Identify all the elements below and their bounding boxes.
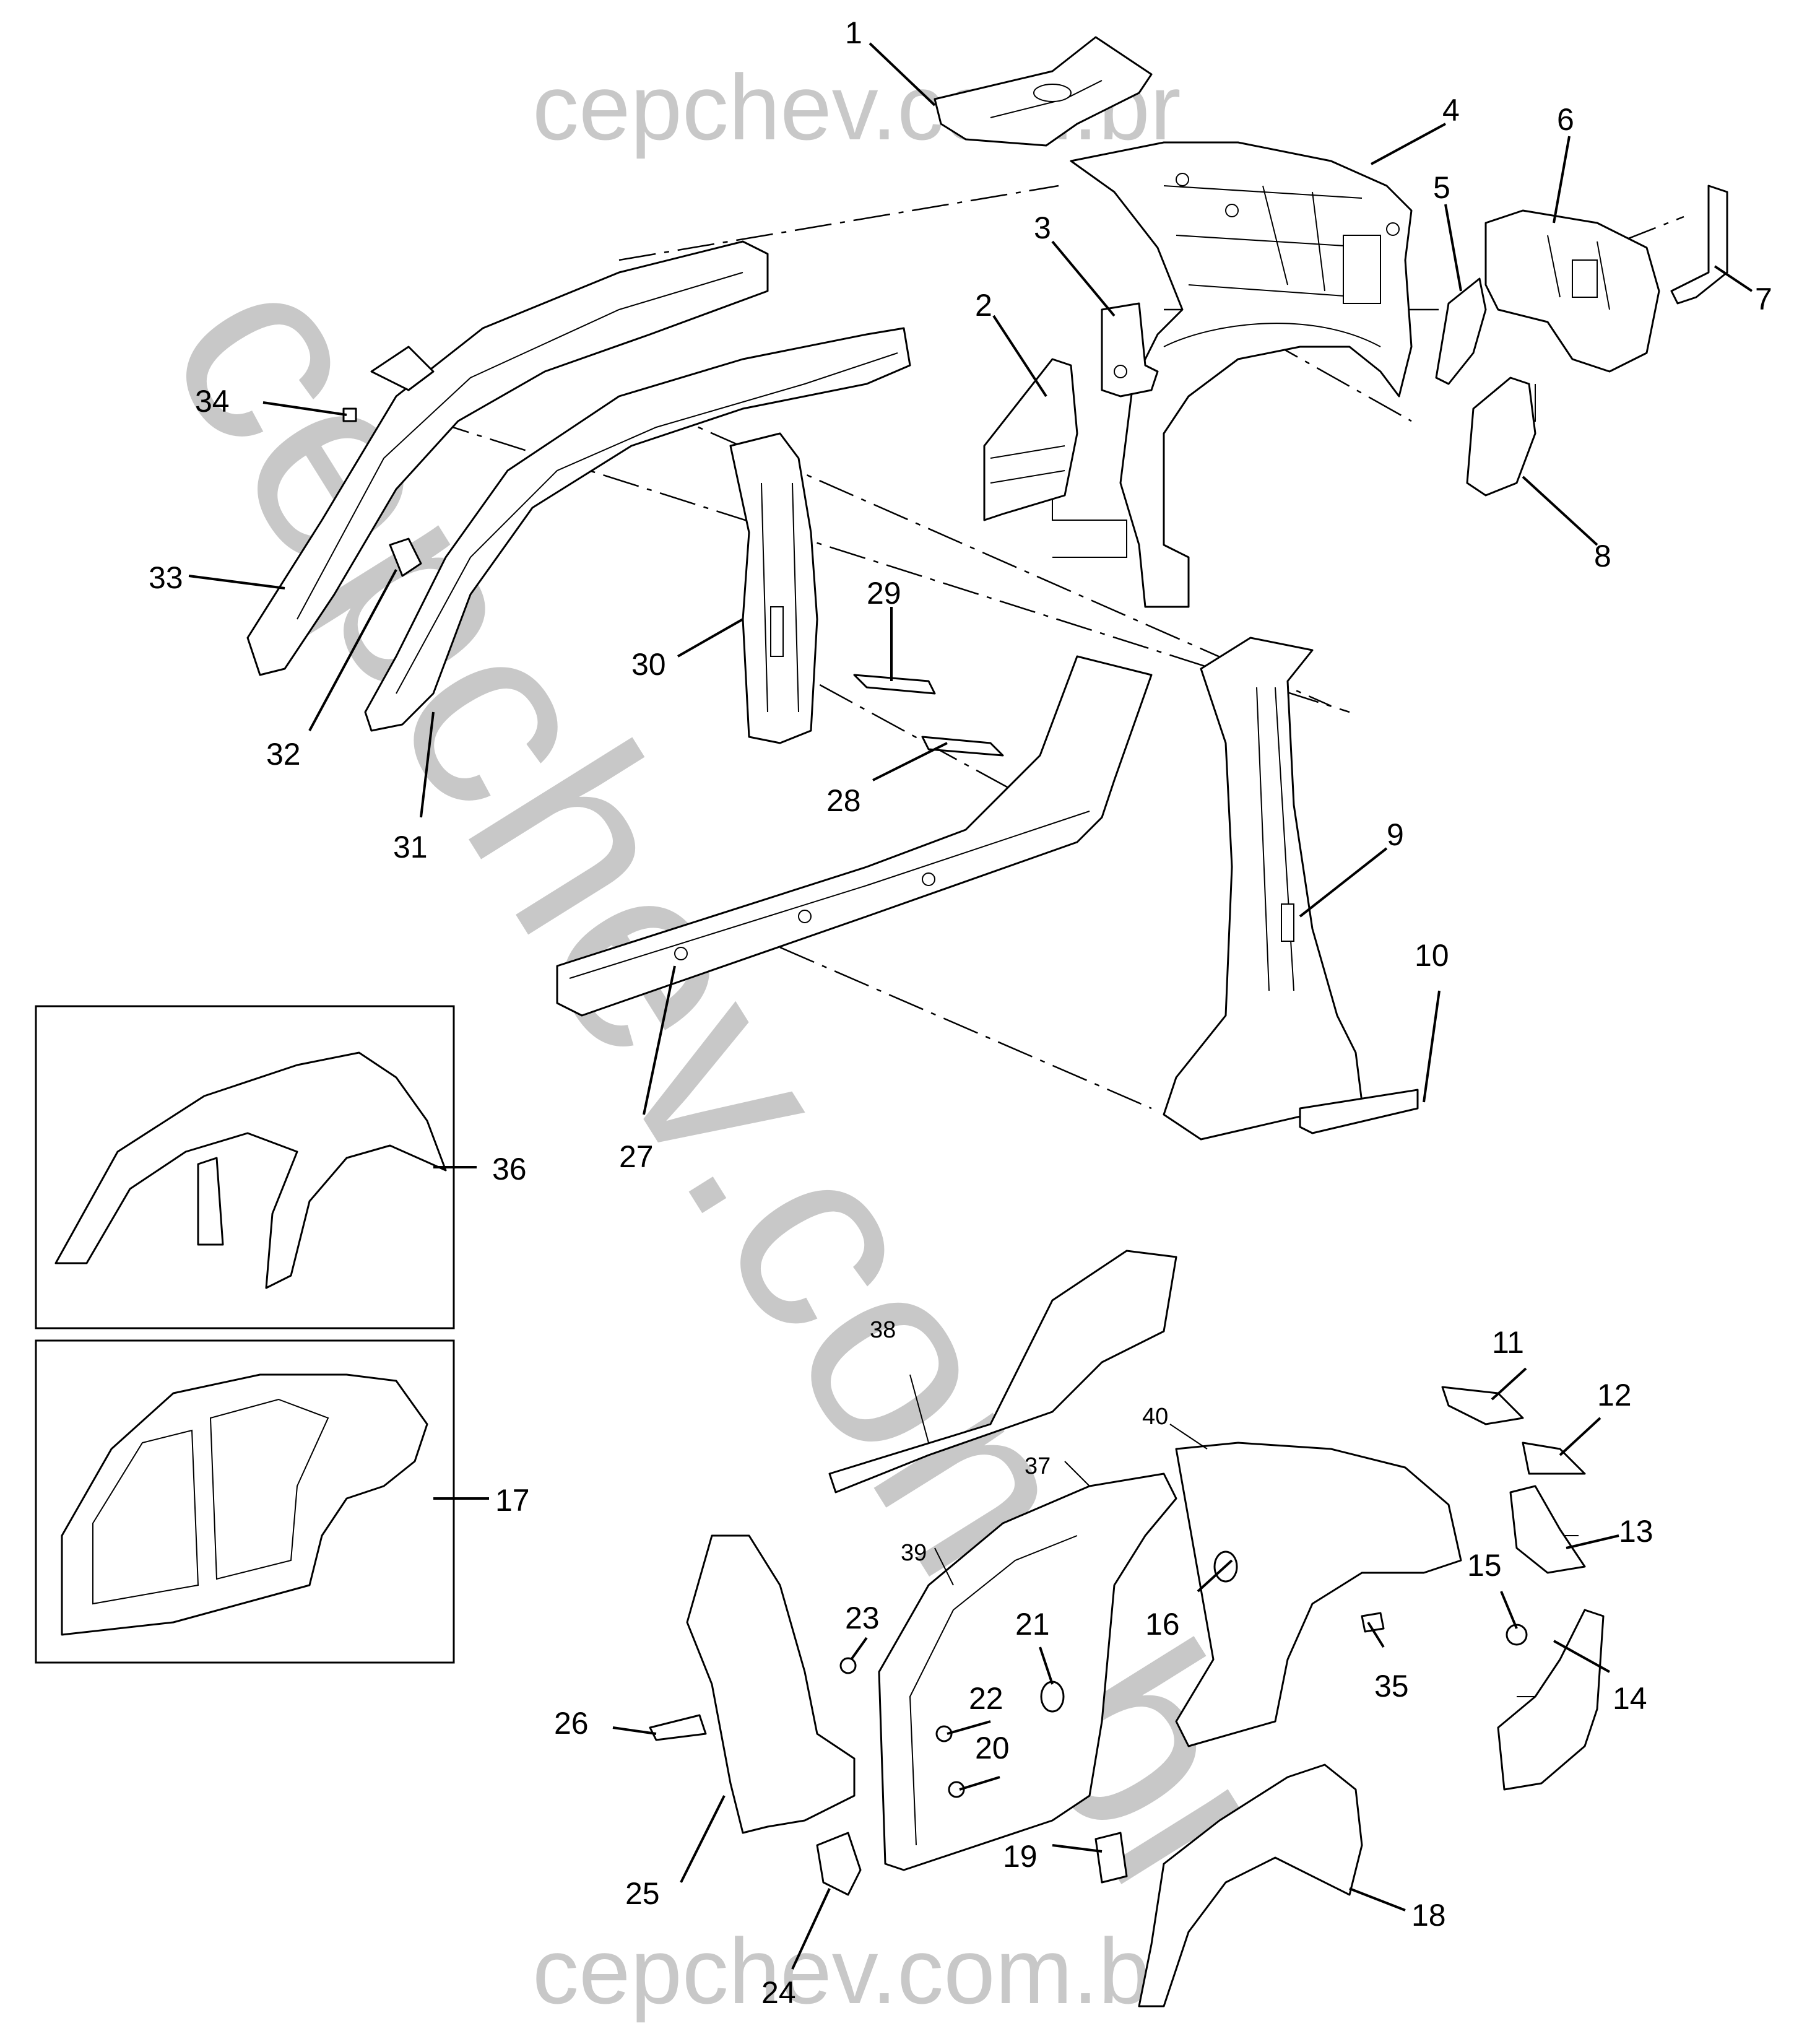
- callout-40: 40: [1142, 1404, 1168, 1430]
- callout-31: 31: [393, 830, 428, 864]
- part-19-bracket: [1094, 1832, 1128, 1884]
- part-24-bracket: [816, 1832, 862, 1896]
- part-31-roof-rail-inner: [364, 327, 911, 732]
- part-20-nut: [948, 1781, 965, 1798]
- callout-26: 26: [554, 1706, 589, 1741]
- callout-25: 25: [625, 1876, 660, 1911]
- part-1-bracket: [934, 36, 1153, 147]
- callout-7: 7: [1755, 282, 1772, 316]
- part-21-grommet: [1040, 1681, 1065, 1713]
- callout-23: 23: [845, 1601, 880, 1635]
- part-40-quarter-outer: [1175, 1442, 1462, 1747]
- part-32-clip: [389, 537, 422, 577]
- part-6-rear-extension: [1484, 209, 1660, 373]
- part-12-bracket: [1522, 1442, 1586, 1475]
- callout-34: 34: [195, 384, 230, 419]
- callout-11: 11: [1492, 1325, 1524, 1360]
- callout-17: 17: [495, 1483, 530, 1518]
- callout-37: 37: [1025, 1453, 1051, 1479]
- callout-13: 13: [1619, 1514, 1653, 1549]
- callout-36: 36: [492, 1152, 527, 1186]
- callout-4: 4: [1442, 93, 1460, 128]
- part-3-bracket: [1101, 302, 1159, 398]
- part-4-wheelhouse-inner: [1070, 141, 1413, 608]
- callout-15: 15: [1467, 1548, 1502, 1583]
- leader-lines: [188, 42, 1753, 1970]
- callout-21: 21: [1015, 1607, 1050, 1642]
- part-5-bracket: [1435, 277, 1487, 385]
- part-26-hinge: [649, 1714, 707, 1741]
- callout-28: 28: [826, 783, 861, 818]
- part-11-bracket: [1441, 1386, 1524, 1425]
- part-35-bracket: [1361, 1612, 1385, 1633]
- part-15-grommet: [1506, 1624, 1528, 1646]
- callout-2: 2: [975, 288, 992, 323]
- callout-30: 30: [631, 647, 666, 682]
- inset-box-17: [35, 1339, 455, 1664]
- callout-24: 24: [761, 1975, 796, 2010]
- callout-labels: 1 2 3 4 5 6 7 8 9 10 11 12 13 14 15 16 1…: [149, 15, 1772, 2010]
- callout-32: 32: [266, 737, 301, 772]
- part-2-panel: [983, 358, 1078, 521]
- callout-3: 3: [1034, 211, 1051, 245]
- part-28-bracket: [921, 736, 1004, 757]
- callout-22: 22: [969, 1681, 1003, 1716]
- callout-10: 10: [1415, 938, 1449, 973]
- part-18-wheelhouse-outer: [1138, 1764, 1363, 2007]
- part-9-b-pillar: [1163, 637, 1363, 1141]
- part-38-rocker-outer: [828, 1250, 1177, 1494]
- part-7-strip: [1670, 185, 1728, 305]
- callout-27: 27: [619, 1139, 654, 1174]
- callout-35: 35: [1374, 1669, 1409, 1703]
- callout-39: 39: [901, 1540, 927, 1566]
- part-30-b-pillar-inner: [729, 432, 818, 744]
- callout-14: 14: [1613, 1681, 1647, 1716]
- part-23-nut: [839, 1657, 857, 1674]
- watermark-bottom: cepchev.com.br: [532, 1919, 1181, 2023]
- callout-33: 33: [149, 560, 183, 595]
- callout-29: 29: [867, 576, 901, 611]
- callout-12: 12: [1597, 1378, 1632, 1412]
- callout-5: 5: [1433, 170, 1450, 205]
- callout-9: 9: [1387, 817, 1404, 852]
- callout-19: 19: [1003, 1839, 1038, 1874]
- part-8-bracket: [1466, 376, 1536, 497]
- inset-box-36: [35, 1005, 455, 1329]
- part-10-bracket: [1299, 1089, 1419, 1134]
- callout-20: 20: [975, 1731, 1010, 1765]
- callout-16: 16: [1145, 1607, 1180, 1642]
- part-33-roof-rail: [246, 240, 769, 676]
- part-13-bracket: [1509, 1485, 1586, 1574]
- callout-38: 38: [870, 1317, 896, 1343]
- part-29-bracket: [853, 674, 936, 695]
- part-37-body-side-outer: [878, 1472, 1177, 1871]
- callout-1: 1: [845, 15, 862, 50]
- callout-18: 18: [1411, 1898, 1446, 1933]
- callout-8: 8: [1594, 539, 1611, 573]
- part-25-hinge-pillar: [686, 1534, 856, 1834]
- callout-6: 6: [1557, 102, 1574, 137]
- part-27-rocker-inner: [556, 655, 1153, 1017]
